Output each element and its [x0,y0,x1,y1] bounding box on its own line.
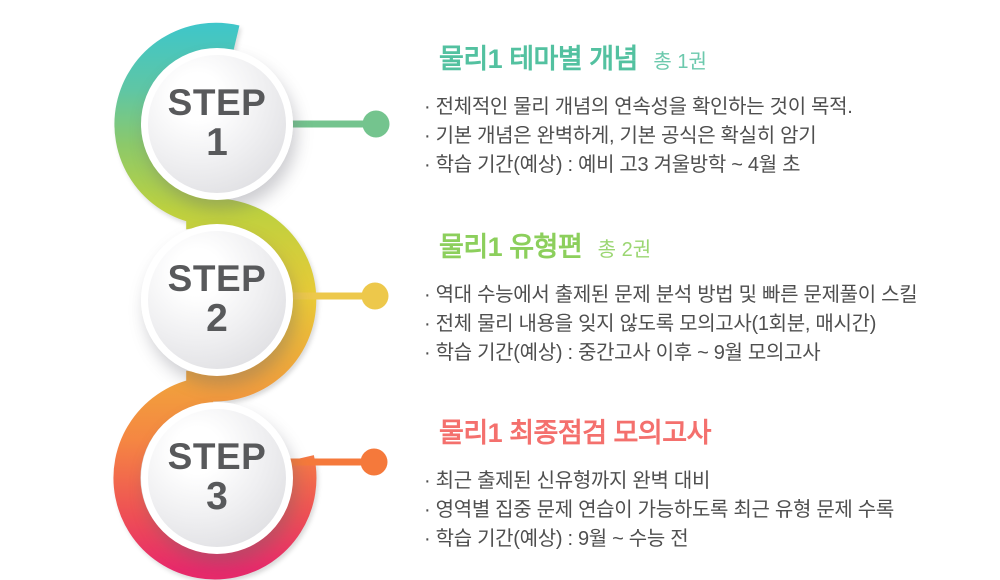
step-3-number: 3 [206,475,228,518]
step-3-title: 물리1 최종점검 모의고사 [439,418,711,448]
bullet-item: · 최근 출제된 신유형까지 완벽 대비 [424,470,711,492]
bullet-item: · 전체적인 물리 개념의 연속성을 확인하는 것이 목적. [424,96,853,118]
step-3-bullets: · 최근 출제된 신유형까지 완벽 대비 · 영역별 집중 문제 연습이 가능하… [424,467,984,554]
step-3-label: STEP [167,436,267,477]
connector-step-1 [285,110,390,138]
bullet-item: · 학습 기간(예상) : 중간고사 이후 ~ 9월 모의고사 [424,342,821,364]
connector-step-2 [285,282,389,310]
snake-path [113,22,317,580]
step-2-title: 물리1 유형편 [439,232,583,262]
bullet-item: · 기본 개념은 완벽하게, 기본 공식은 확실히 암기 [424,125,817,147]
step-2-title-row: 물리1 유형편 총 2권 [439,232,984,267]
step-1-label: STEP [167,82,267,123]
step-2-volume-badge: 총 2권 [597,239,652,261]
step-2-circle: STEP 2 [141,224,293,376]
step-3-circle: STEP 3 [141,402,293,554]
bullet-item: · 학습 기간(예상) : 9월 ~ 수능 전 [424,528,689,550]
connector-dot-3 [360,448,388,476]
bullet-item: · 전체 물리 내용을 잊지 않도록 모의고사(1회분, 매시간) [424,313,877,335]
step-1-bullets: · 전체적인 물리 개념의 연속성을 확인하는 것이 목적. · 기본 개념은 … [424,93,984,180]
step-2-label: STEP [167,258,267,299]
step-1-details: 물리1 테마별 개념 총 1권 · 전체적인 물리 개념의 연속성을 확인하는 … [424,44,984,180]
connector-dot-1 [362,110,390,138]
step-1-title-row: 물리1 테마별 개념 총 1권 [439,44,984,79]
step-1-circle: STEP 1 [141,48,293,200]
bullet-item: · 영역별 집중 문제 연습이 가능하도록 최근 유형 문제 수록 [424,499,894,521]
step-3-title-row: 물리1 최종점검 모의고사 [439,418,984,453]
connector-step-3 [285,448,388,476]
step-1-number: 1 [206,121,228,164]
step-2-bullets: · 역대 수능에서 출제된 문제 분석 방법 및 빠른 문제풀이 스킬 · 전체… [424,281,984,368]
step-2-number: 2 [206,297,228,340]
step-1-volume-badge: 총 1권 [653,51,707,73]
bullet-item: · 학습 기간(예상) : 예비 고3 겨울방학 ~ 4월 초 [424,154,801,176]
step-1-title: 물리1 테마별 개념 [439,44,638,74]
bullet-item: · 역대 수능에서 출제된 문제 분석 방법 및 빠른 문제풀이 스킬 [424,284,918,306]
step-3-details: 물리1 최종점검 모의고사 · 최근 출제된 신유형까지 완벽 대비 · 영역별… [424,418,984,554]
step-2-details: 물리1 유형편 총 2권 · 역대 수능에서 출제된 문제 분석 방법 및 빠른… [424,232,984,368]
connector-dot-2 [361,282,389,310]
